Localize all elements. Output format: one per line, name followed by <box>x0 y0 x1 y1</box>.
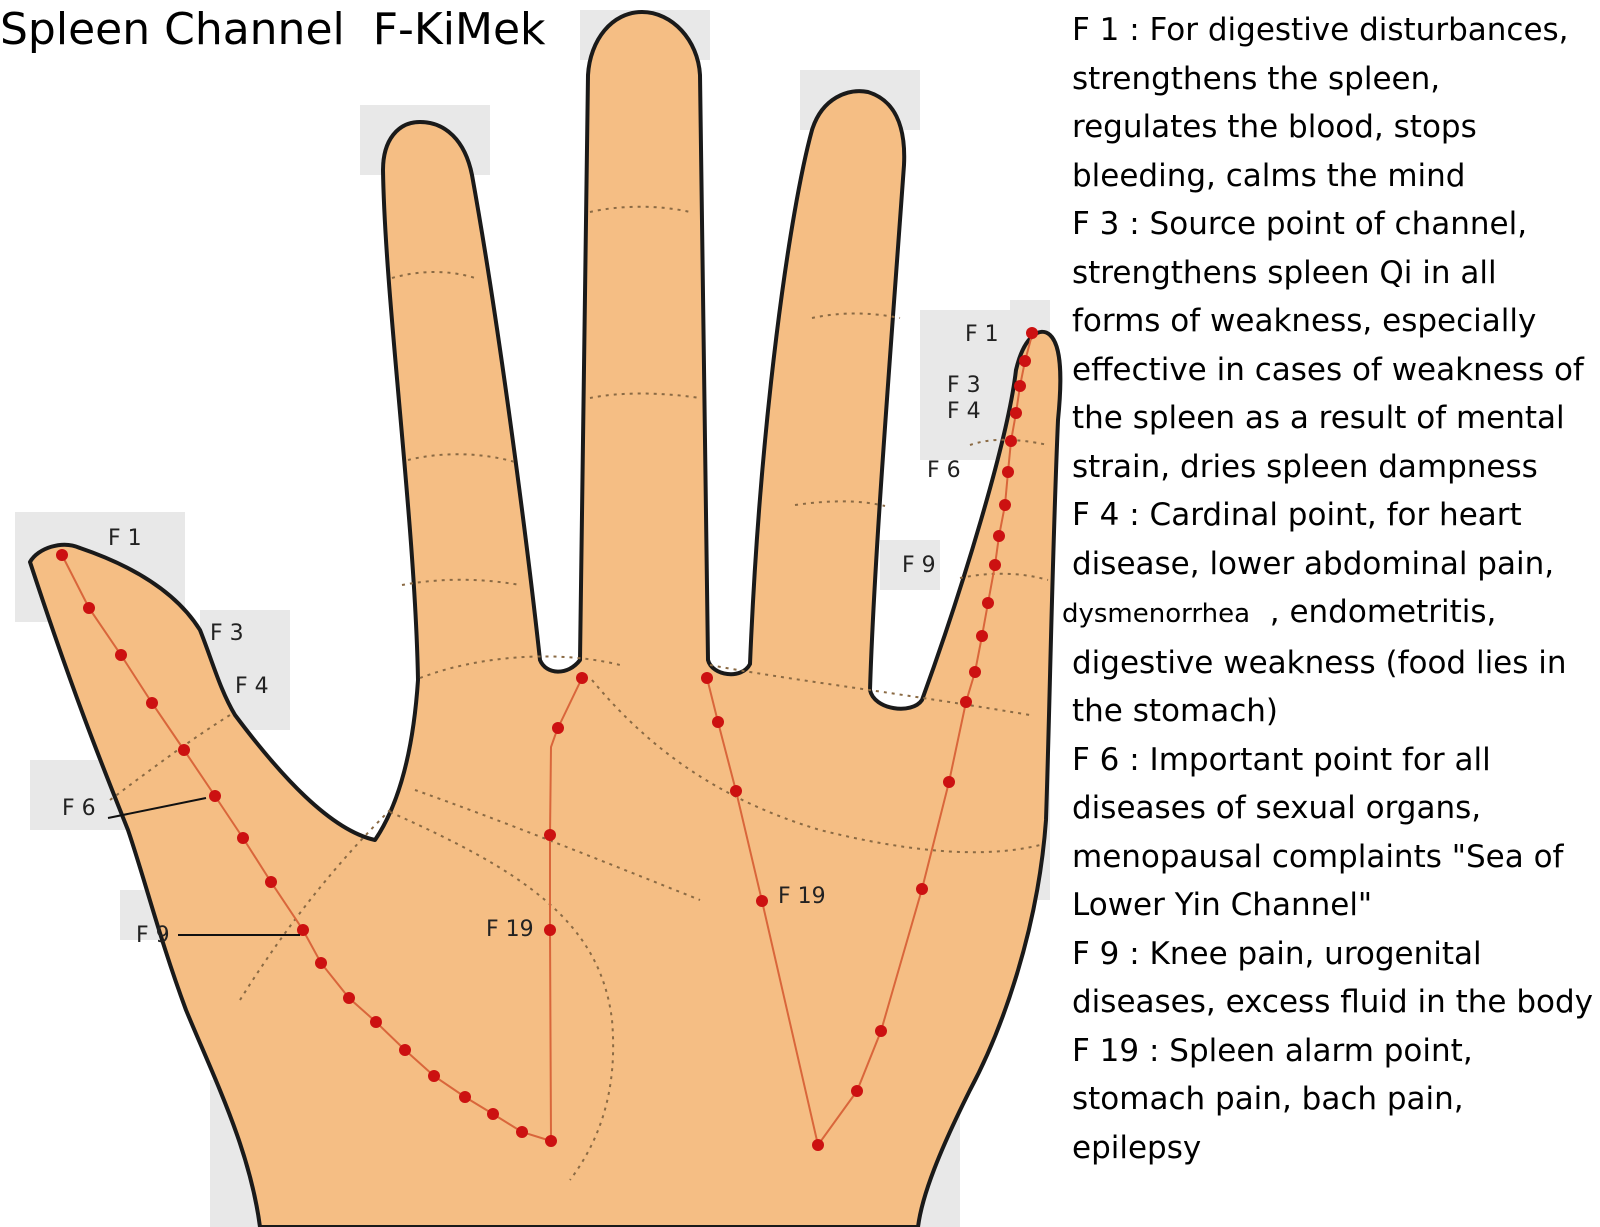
little-finger-point <box>1019 355 1031 367</box>
point-descriptions: F 1 : For digestive disturbances, streng… <box>1062 6 1600 1172</box>
little-finger-label-f4: F 4 <box>947 399 981 424</box>
description-line: F 1 : For digestive disturbances, <box>1072 12 1569 48</box>
thumb-point <box>297 924 309 936</box>
description-line: disease, lower abdominal pain, <box>1072 545 1555 582</box>
description-line: strengthens spleen Qi in all <box>1072 254 1497 291</box>
little-finger-point <box>1005 435 1017 447</box>
palm-point <box>545 1135 557 1147</box>
little-finger-point <box>1002 466 1014 478</box>
little-finger-point <box>1014 380 1026 392</box>
thumb-point <box>487 1108 499 1120</box>
description-line: diseases, excess fluid in the body <box>1072 984 1594 1020</box>
leader-lines <box>107 797 300 936</box>
thumb-label-f4: F 4 <box>235 674 269 699</box>
description-term: dysmenorrhea <box>1062 599 1251 629</box>
little-finger-label-f3: F 3 <box>947 373 981 398</box>
thumb-point <box>146 697 158 709</box>
description-line: strengthens the spleen, <box>1072 60 1441 97</box>
thumb-point <box>209 790 221 802</box>
description-line: strain, dries spleen dampness <box>1072 448 1538 485</box>
description-line: Lower Yin Channel" <box>1072 887 1373 923</box>
description-line: stomach pain, bach pain, <box>1072 1081 1464 1117</box>
thumb-point <box>459 1091 471 1103</box>
little-finger-point <box>916 883 928 895</box>
point-labels: F 1 F 3 F 4 F 6 F 9 F 1 F 3 F 4 F 6 F 9 … <box>62 322 999 948</box>
little-finger-point <box>960 696 972 708</box>
palm-label-f19-left: F 19 <box>486 917 534 942</box>
description-line: forms of weakness, especially <box>1072 303 1537 339</box>
little-finger-point <box>1026 327 1038 339</box>
description-line: F 3 : Source point of channel, <box>1072 206 1528 242</box>
description-line: F 19 : Spleen alarm point, <box>1072 1032 1473 1069</box>
description-line: the spleen as a result of mental <box>1072 400 1565 436</box>
little-finger-label-f9: F 9 <box>902 553 936 578</box>
description-line: digestive weakness (food lies in <box>1072 644 1567 681</box>
palm-point <box>552 722 564 734</box>
thumb-point <box>399 1044 411 1056</box>
description-line: F 9 : Knee pain, urogenital <box>1072 935 1482 972</box>
description-line: F 6 : Important point for all <box>1072 741 1491 778</box>
little-finger-point <box>851 1085 863 1097</box>
thumb-point <box>178 744 190 756</box>
description-line: dysmenorrhea , endometritis, <box>1062 588 1600 639</box>
thumb-label-f9: F 9 <box>136 923 170 948</box>
diagram-title: Spleen Channel F-KiMek <box>0 4 546 55</box>
little-finger-point <box>875 1025 887 1037</box>
palm-creases <box>109 205 1049 1181</box>
thumb-label-f3: F 3 <box>210 621 244 646</box>
little-finger-label-f6: F 6 <box>927 458 961 483</box>
hand-diagram: F 1 F 3 F 4 F 6 F 9 F 1 F 3 F 4 F 6 F 9 … <box>15 10 1063 1227</box>
palm-point <box>544 924 556 936</box>
description-line: the stomach) <box>1072 693 1278 729</box>
description-line: F 4 : Cardinal point, for heart <box>1072 497 1522 533</box>
palm-point <box>730 785 742 797</box>
thumb-point <box>343 992 355 1004</box>
little-finger-point <box>976 630 988 642</box>
palm-point <box>701 672 713 684</box>
palm-point <box>544 829 556 841</box>
thumb-point <box>370 1016 382 1028</box>
little-finger-point <box>969 666 981 678</box>
hand-outline <box>28 10 1063 1227</box>
thumb-label-f6: F 6 <box>62 796 96 821</box>
thumb-point <box>265 876 277 888</box>
little-finger-point <box>999 499 1011 511</box>
little-finger-point <box>993 530 1005 542</box>
thumb-point <box>237 832 249 844</box>
thumb-point <box>315 957 327 969</box>
thumb-point <box>428 1070 440 1082</box>
palm-point <box>576 672 588 684</box>
description-line: epilepsy <box>1072 1129 1202 1166</box>
palm-point <box>712 716 724 728</box>
thumb-point <box>115 649 127 661</box>
description-line: effective in cases of weakness of <box>1072 351 1584 388</box>
thumb-point <box>83 602 95 614</box>
little-finger-point <box>989 559 1001 571</box>
thumb-point <box>516 1126 528 1138</box>
thumb-point <box>56 549 68 561</box>
little-finger-point <box>1010 407 1022 419</box>
description-line: diseases of sexual organs, <box>1072 790 1482 826</box>
palm-label-f19-right: F 19 <box>778 884 826 909</box>
description-line: bleeding, calms the mind <box>1072 157 1466 194</box>
little-finger-label-f1: F 1 <box>965 322 999 347</box>
palm-point <box>812 1139 824 1151</box>
palm-point <box>756 895 768 907</box>
description-line-rest: , endometritis, <box>1269 594 1497 630</box>
acupuncture-points <box>56 327 1038 1151</box>
thumb-label-f1: F 1 <box>108 526 142 551</box>
description-line: regulates the blood, stops <box>1072 109 1477 145</box>
little-finger-point <box>982 597 994 609</box>
description-line: menopausal complaints "Sea of <box>1072 838 1564 875</box>
little-finger-point <box>943 776 955 788</box>
